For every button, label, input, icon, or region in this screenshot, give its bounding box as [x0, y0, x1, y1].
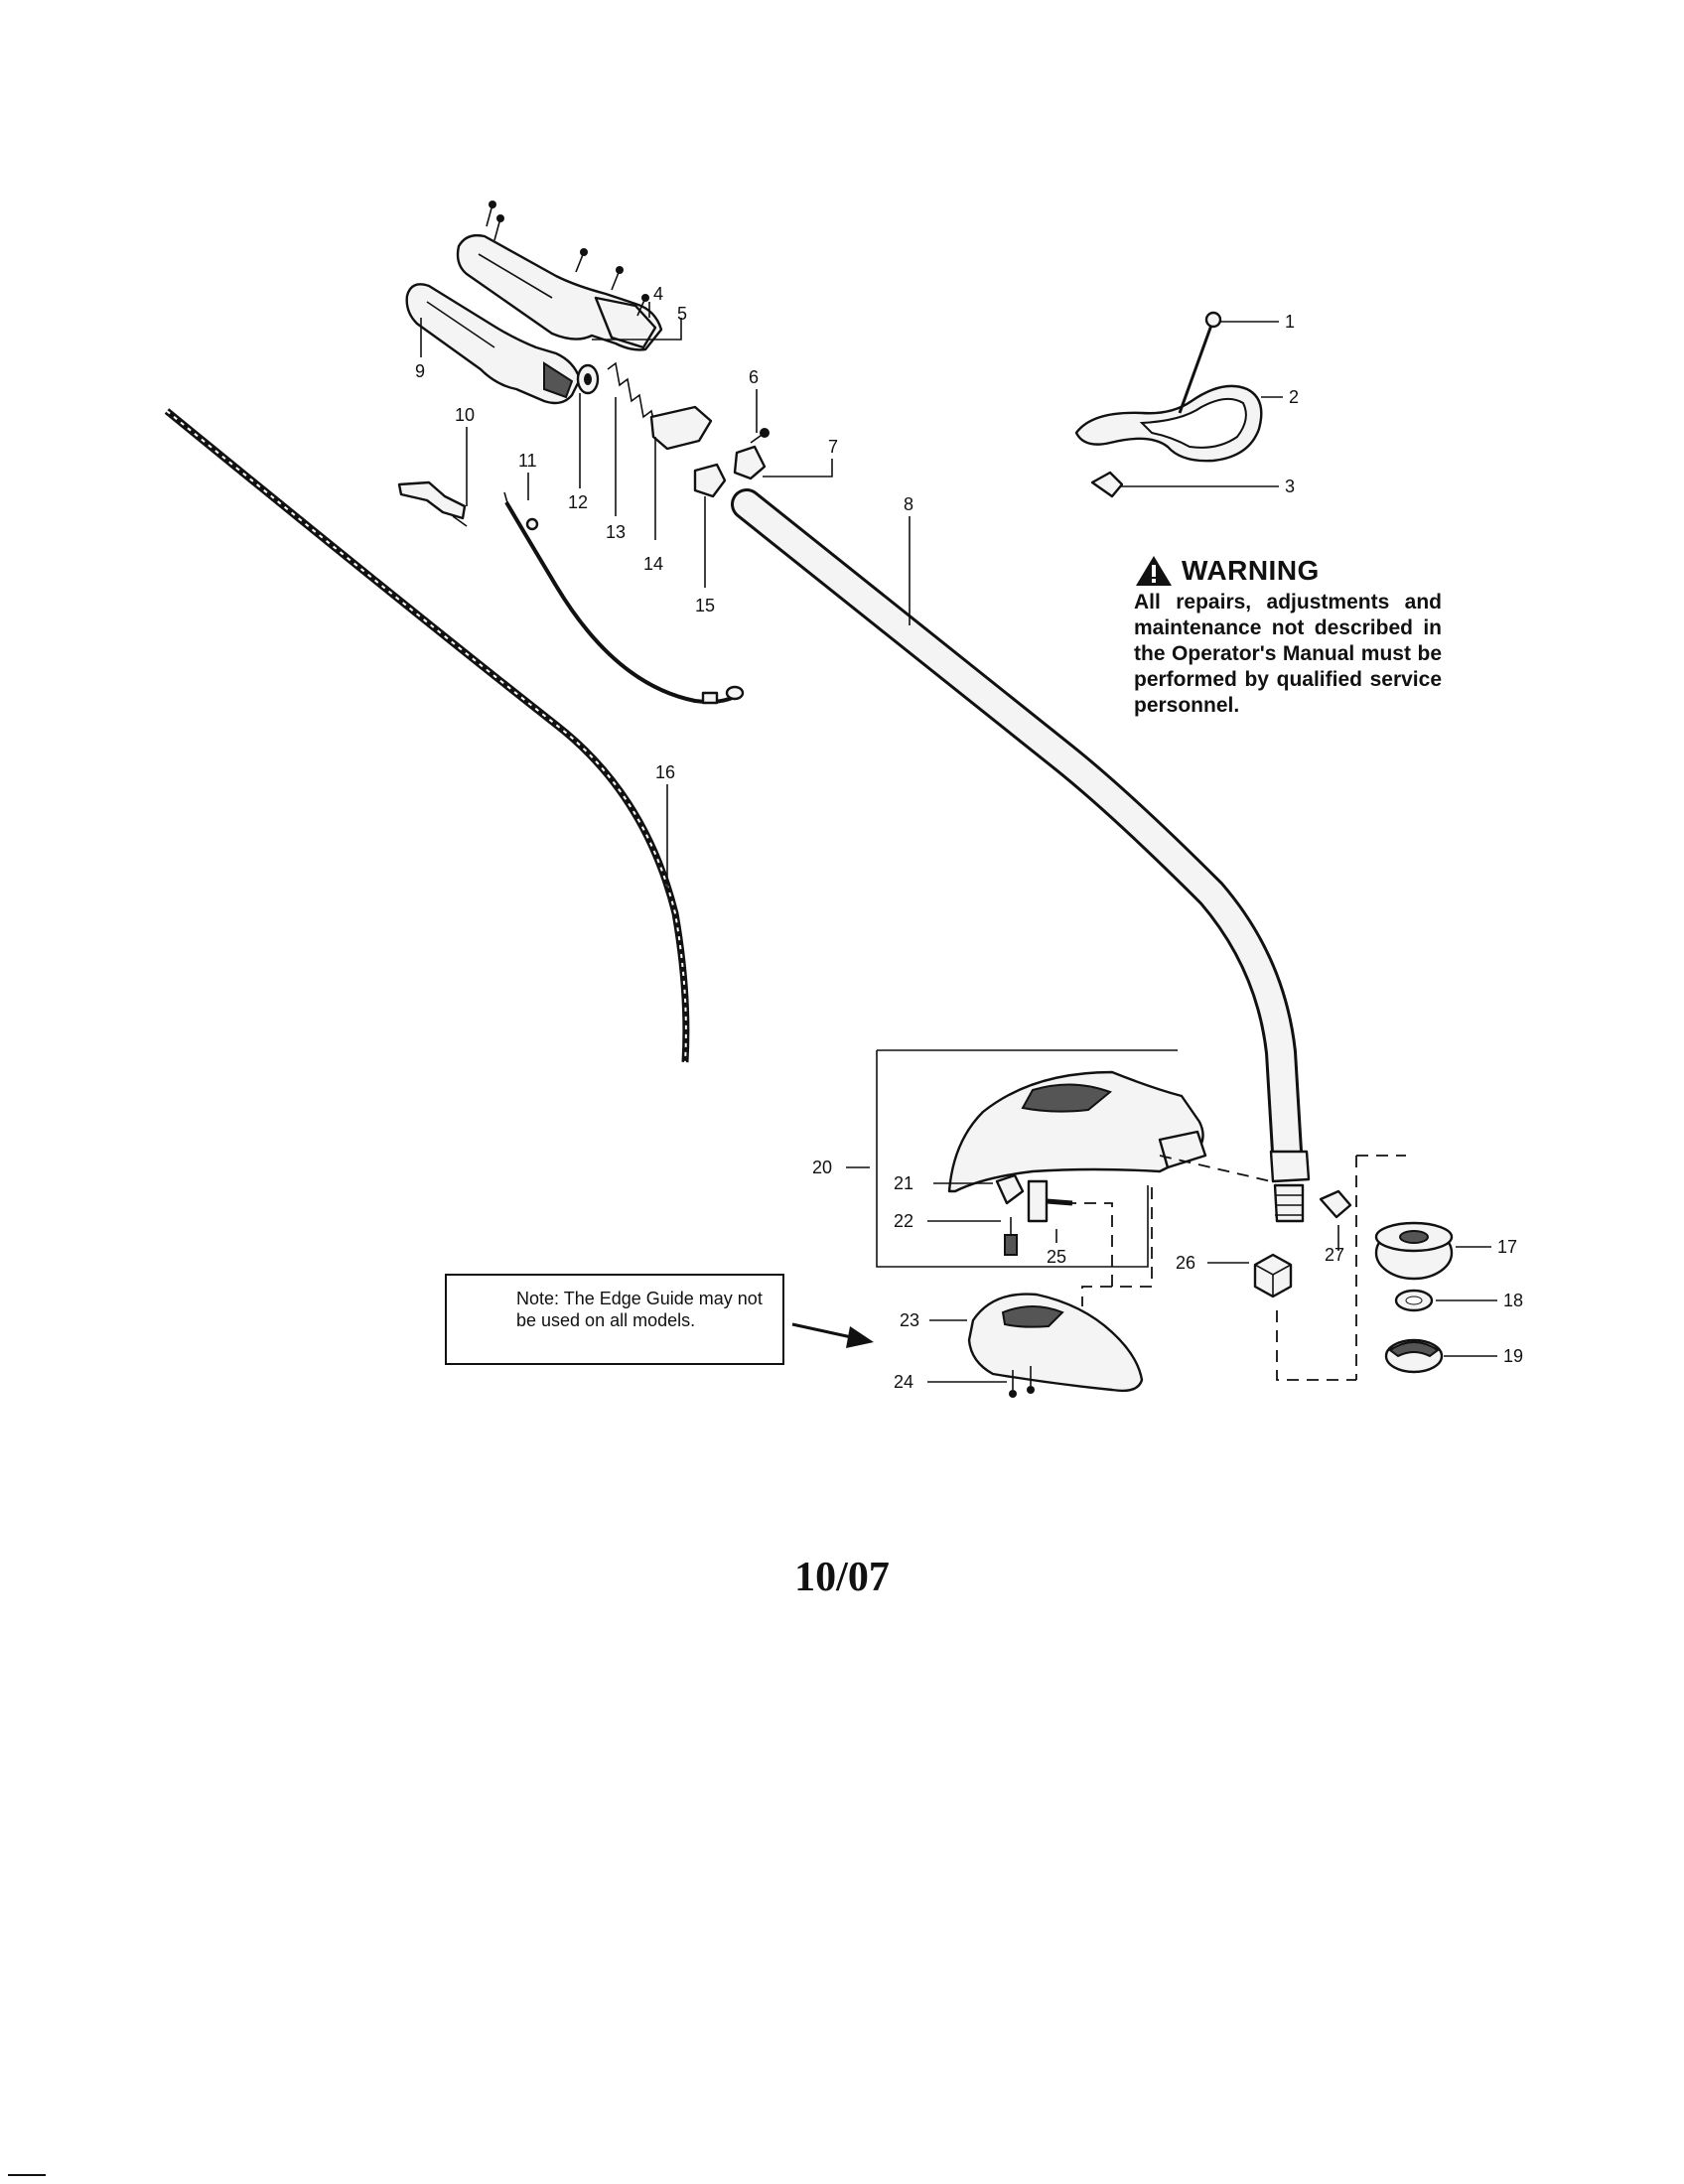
callout-21: 21 [894, 1173, 913, 1193]
callout-18: 18 [1503, 1291, 1523, 1310]
bolt-1 [1178, 311, 1222, 414]
screw-6 [750, 428, 770, 444]
shaft-tube-8 [731, 488, 1311, 1223]
callout-20: 20 [812, 1158, 832, 1177]
callout-26: 26 [1176, 1253, 1195, 1273]
handle-screws [486, 201, 649, 317]
assist-handle-2 [1074, 384, 1263, 463]
drive-cable-16 [164, 408, 690, 1063]
edge-guide-note: Note: The Edge Guide may not be used on … [445, 1274, 784, 1365]
callout-25: 25 [1047, 1247, 1066, 1267]
callout-15: 15 [695, 596, 715, 615]
callout-9: 9 [415, 361, 425, 381]
trigger-14 [649, 405, 713, 451]
handle-half-left [405, 283, 582, 405]
callout-7: 7 [828, 437, 838, 457]
screw-22 [1004, 1217, 1018, 1256]
warning-title: WARNING [1182, 555, 1320, 586]
throttle-parts-15 [693, 445, 767, 498]
callout-4: 4 [653, 284, 663, 304]
leader-lines [420, 302, 1497, 1383]
spring-13 [607, 361, 656, 428]
callout-19: 19 [1503, 1346, 1523, 1366]
callout-6: 6 [749, 367, 759, 387]
callout-2: 2 [1289, 387, 1299, 407]
warning-block: WARNING All repairs, adjustments and mai… [1134, 554, 1442, 719]
note-arrow [791, 1322, 874, 1348]
callout-3: 3 [1285, 477, 1295, 496]
callout-13: 13 [606, 522, 626, 542]
callout-16: 16 [655, 762, 675, 782]
callout-1: 1 [1285, 312, 1295, 332]
callout-14: 14 [643, 554, 663, 574]
handle-half-right [456, 233, 663, 351]
callout-22: 22 [894, 1211, 913, 1231]
edge-guide-23 [967, 1293, 1144, 1393]
hex-nut-26 [1253, 1253, 1293, 1298]
warning-text: All repairs, adjustments and maintenance… [1134, 591, 1442, 717]
grass-shield-20 [947, 1070, 1207, 1193]
callout-17: 17 [1497, 1237, 1517, 1257]
corner-mark [8, 2174, 46, 2176]
wing-nut-27 [1319, 1189, 1352, 1219]
callout-10: 10 [455, 405, 475, 425]
date-code: 10/07 [794, 1555, 890, 1600]
callout-12: 12 [568, 492, 588, 512]
bolt-25 [1027, 1179, 1073, 1223]
callout-8: 8 [904, 494, 913, 514]
knob-19 [1384, 1338, 1444, 1374]
washer-18 [1394, 1289, 1434, 1312]
wing-nut-3 [1090, 471, 1124, 498]
warning-heading: WARNING [1134, 554, 1442, 588]
throttle-cable-11 [503, 491, 745, 705]
callout-11: 11 [518, 451, 537, 471]
callout-23: 23 [900, 1310, 919, 1330]
clip-21 [995, 1173, 1025, 1205]
callout-27: 27 [1325, 1245, 1344, 1265]
washer-12 [576, 363, 600, 395]
callout-numbers: 1 2 3 4 5 6 7 8 9 10 11 12 13 14 15 16 1… [415, 284, 1523, 1392]
screws-24 [1009, 1366, 1035, 1398]
callout-5: 5 [677, 304, 687, 324]
note-text: Note: The Edge Guide may not be used on … [516, 1289, 763, 1330]
callout-24: 24 [894, 1372, 913, 1392]
warning-triangle-icon [1136, 556, 1172, 586]
lockout-lever-10 [397, 480, 468, 527]
spool-17 [1374, 1221, 1454, 1281]
